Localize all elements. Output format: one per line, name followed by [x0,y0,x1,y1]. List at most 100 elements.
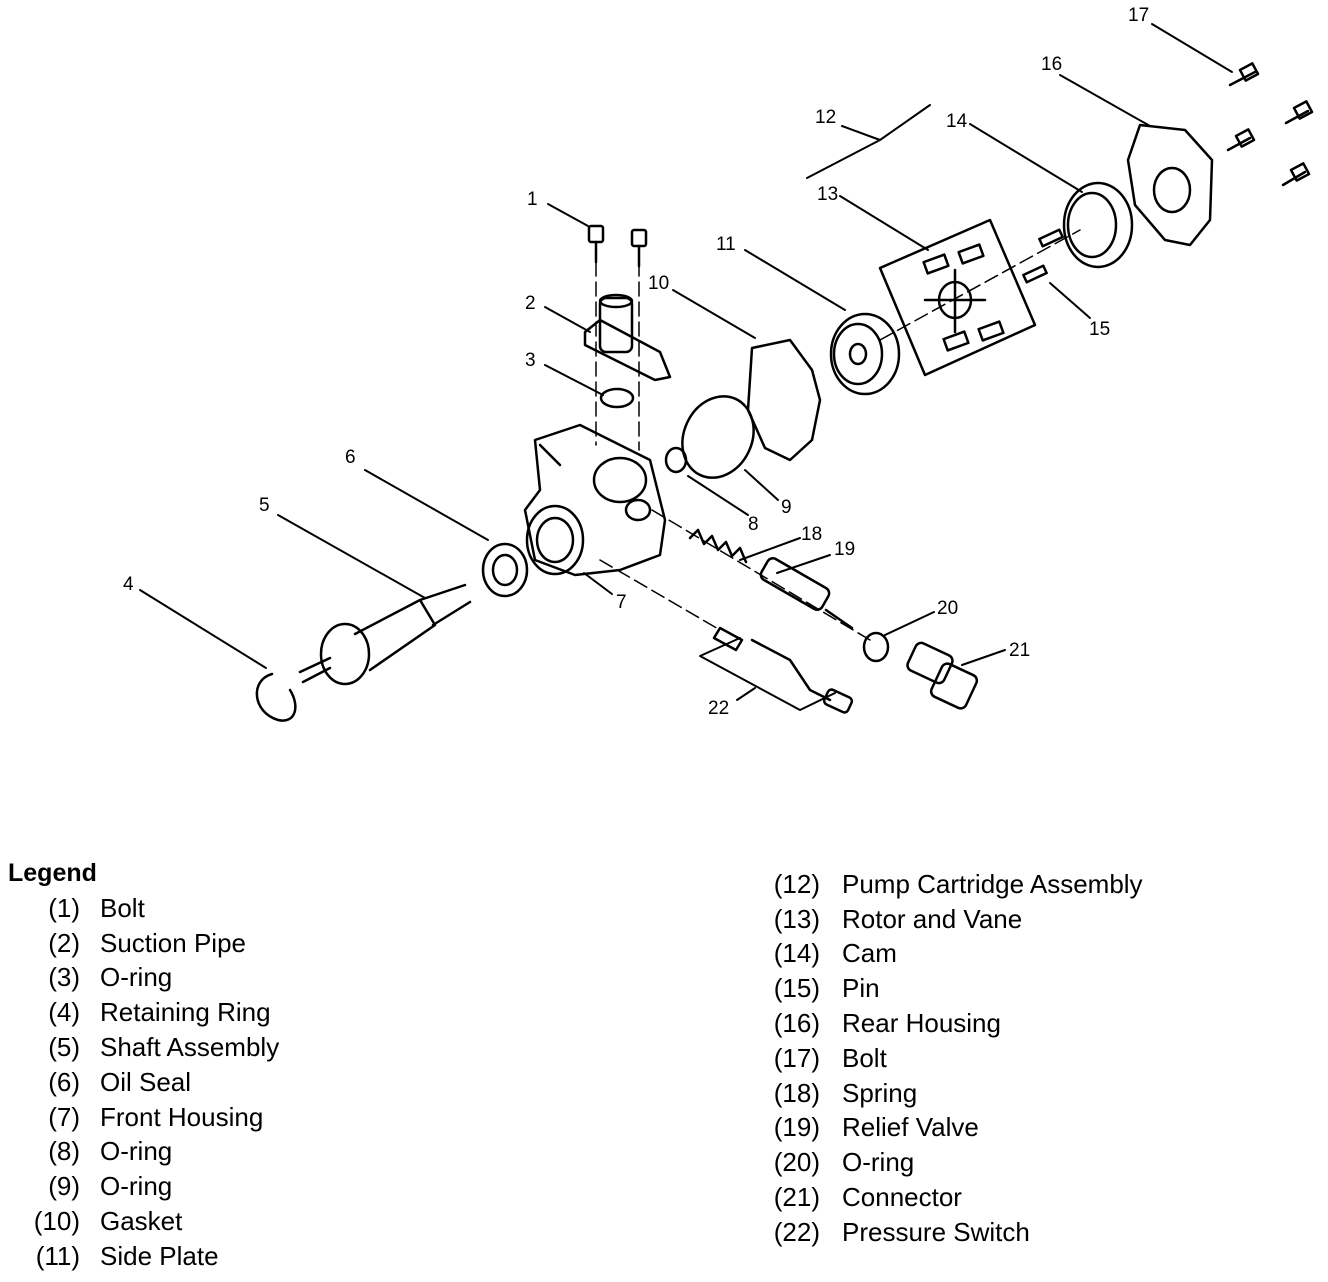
callout-18: 18 [801,524,822,545]
callout-21: 21 [1009,640,1030,661]
legend-item-number: (15) [773,973,820,1004]
legend-item-name: Cam [842,938,897,969]
shaft-assembly-part [298,583,472,686]
leader-lines [139,23,1233,711]
legend-item-name: Gasket [100,1206,183,1237]
legend-item-number: (4) [48,997,80,1028]
legend-item-number: (17) [773,1042,820,1073]
legend-item-name: Pump Cartridge Assembly [842,868,1143,899]
callout-2: 2 [525,293,536,314]
connector-part [906,641,979,710]
legend-item-number: (1) [48,892,80,923]
callout-5: 5 [259,495,270,516]
legend-item: (13)Rotor and Vane [766,902,1143,937]
legend-item-number: (20) [773,1147,820,1178]
legend-item-name: Bolt [842,1042,887,1073]
rear-housing-part [1126,123,1214,247]
legend-item-name: Rear Housing [842,1008,1001,1039]
callout-14: 14 [946,111,968,132]
callout-15: 15 [1089,319,1110,340]
legend-item-name: Pin [842,973,880,1004]
callout-1: 1 [527,189,538,210]
legend-item-number: (10) [33,1206,80,1237]
legend-item: (14) Cam [766,937,1143,972]
oil-seal-part [481,542,529,598]
callout-12: 12 [815,107,836,128]
legend-item: (1) Bolt [10,891,279,926]
legend-item-name: Oil Seal [100,1066,192,1097]
callout-7: 7 [616,592,627,613]
callout-19: 19 [834,539,855,560]
legend: Legend (1)Bolt(2)Suction Pipe(3)O-ring(4… [0,855,1328,1282]
suction-pipe-part [583,293,672,382]
legend-item: (7) Front Housing [10,1100,279,1135]
legend-item: (22) Pressure Switch [766,1215,1143,1250]
legend-item-name: Bolt [100,892,145,923]
legend-item: (9) O-ring [10,1169,279,1204]
pressure-switch-part [712,626,854,714]
legend-column-right: (12) Pump Cartridge Assembly(13)Rotor and… [766,867,1143,1250]
legend-item-name: Side Plate [100,1240,219,1271]
rotor-and-vane-part [878,218,1037,377]
callout-8: 8 [748,514,759,535]
legend-item: (5) Shaft Assembly [10,1030,279,1065]
legend-item-name: Connector [842,1182,962,1213]
exploded-pump-diagram: 1 2 3 4 5 6 7 8 9 10 11 12 13 14 15 16 1… [123,5,1314,722]
callout-3: 3 [525,350,536,371]
legend-title: Legend [8,859,97,887]
legend-item-number: (7) [48,1101,80,1132]
legend-item: (4) Retaining Ring [10,995,279,1030]
legend-item-number: (19) [773,1112,820,1143]
legend-item-number: (22) [773,1216,820,1247]
legend-item-number: (8) [48,1136,80,1167]
spring-part [688,528,748,564]
callout-13: 13 [817,184,838,205]
relief-valve-part [759,557,854,630]
callout-labels: 1 2 3 4 5 6 7 8 9 10 11 12 13 14 15 16 1… [123,5,1149,719]
legend-item-name: Retaining Ring [100,997,271,1028]
callout-17: 17 [1128,5,1149,26]
callout-16: 16 [1041,54,1062,75]
legend-item-number: (12) [773,868,820,899]
legend-item-name: Pressure Switch [842,1216,1030,1247]
legend-item: (15) Pin [766,971,1143,1006]
legend-item: (19)Relief Valve [766,1111,1143,1146]
legend-item-number: (11) [35,1240,80,1271]
legend-item-name: Rotor and Vane [842,903,1023,934]
legend-column-left: (1)Bolt(2)Suction Pipe(3)O-ring(4)Retain… [10,891,279,1274]
legend-item: (21)Connector [766,1180,1143,1215]
legend-item-name: O-ring [100,1171,173,1202]
retaining-ring-part [255,672,297,722]
callout-9: 9 [781,497,792,518]
callout-20: 20 [937,598,958,619]
legend-item-number: (3) [48,962,80,993]
legend-item-number: (18) [773,1077,820,1108]
pin-part [1022,228,1064,284]
legend-item-name: Shaft Assembly [100,1032,280,1063]
legend-item: (20)O-ring [766,1145,1143,1180]
callout-22: 22 [708,698,729,719]
o-ring-3-part [599,387,635,409]
legend-item-number: (2) [48,927,80,958]
legend-item-name: Spring [842,1077,918,1108]
legend-item: (3) O-ring [10,961,279,996]
o-ring-20-part [862,631,890,663]
legend-item: (6) Oil Seal [10,1065,279,1100]
gasket-part [746,338,822,462]
legend-item: (8) O-ring [10,1135,279,1170]
legend-item-name: Front Housing [100,1101,264,1132]
legend-item: (16)Rear Housing [766,1006,1143,1041]
legend-item-number: (14) [773,938,820,969]
callout-6: 6 [345,447,356,468]
legend-item-number: (6) [48,1066,80,1097]
cam-part [1062,181,1134,269]
callout-11: 11 [716,234,736,255]
legend-item: (10) Gasket [10,1204,279,1239]
legend-item-number: (9) [48,1171,80,1202]
legend-item: (18) Spring [766,1076,1143,1111]
front-housing-part [523,423,667,577]
legend-item: (17) Bolt [766,1041,1143,1076]
legend-item-name: O-ring [100,962,173,993]
legend-item-name: O-ring [100,1136,173,1167]
legend-item-number: (5) [48,1032,80,1063]
